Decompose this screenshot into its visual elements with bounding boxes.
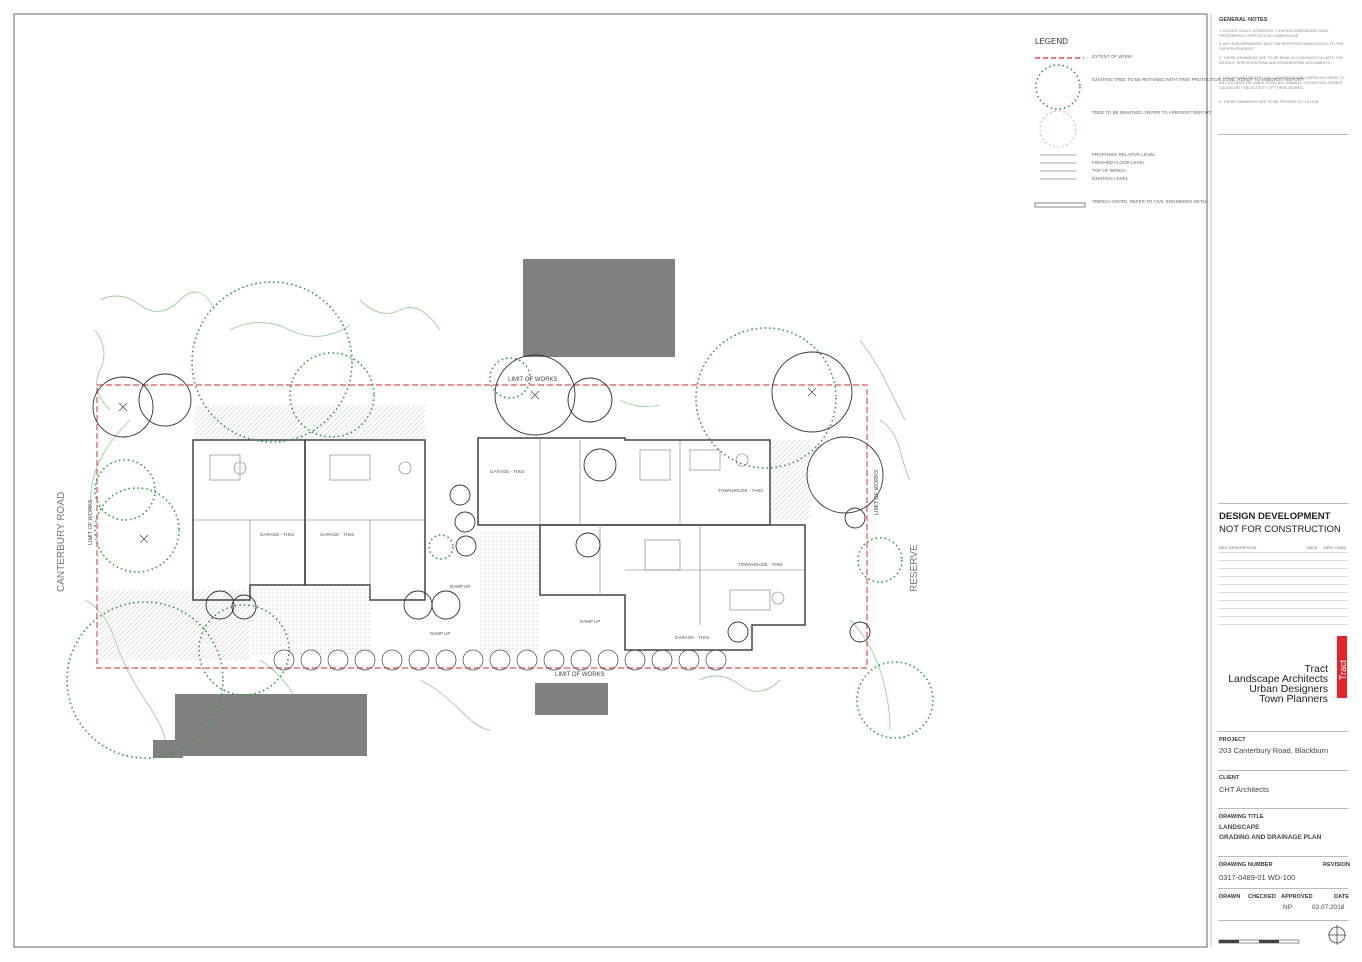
drawing-title-line-1: LANDSCAPE	[1219, 824, 1260, 831]
townhouse-th03-outline	[477, 437, 771, 526]
general-notes-title: GENERAL NOTES	[1219, 17, 1268, 23]
neighbour-building-sw-ext	[153, 740, 183, 758]
tree-retained	[198, 604, 290, 696]
general-note-2: 2. ANY DISCREPANCIES MUST BE REPORTED IM…	[1219, 42, 1344, 51]
company-logo: Tract	[1337, 636, 1348, 698]
room-label-townhouse-th03: TOWNHOUSE - TH03	[718, 488, 763, 493]
deck-east	[770, 440, 810, 520]
legend-item-tob: TOP OF BENCH	[1092, 168, 1126, 173]
tree-retained	[66, 601, 224, 759]
ramp-label-2: RAMP UP	[580, 619, 600, 624]
neighbour-building-north	[523, 259, 675, 357]
drawing-title-line-2: GRADING AND DRAINAGE PLAN	[1219, 834, 1322, 841]
rev-header-drn: DRN	[1324, 545, 1333, 550]
legend: LEGEND EXTENT OF WORK EXISTING TREE TO B…	[1034, 37, 1304, 208]
reserve-label: RESERVE	[909, 544, 920, 592]
tree-retained	[489, 357, 531, 399]
checked-label: CHECKED	[1248, 894, 1276, 900]
room-label-townhouse-th04: TOWNHOUSE - TH04	[738, 562, 783, 567]
ramp-label-1: RAMP UP	[430, 631, 450, 636]
limit-of-works-south: LIMIT OF WORKS	[555, 672, 605, 678]
limit-of-works-north: LIMIT OF WORKS	[508, 377, 558, 383]
ramp-label-3: RAMP UP	[450, 584, 470, 589]
company-line-2: Urban Designers	[1249, 683, 1328, 695]
rev-header-description: DESCRIPTION	[1229, 545, 1257, 550]
sheet-border	[13, 13, 1208, 948]
interior-walls	[193, 438, 805, 625]
townhouse-th04-outline	[539, 524, 806, 651]
company-line-1: Landscape Architects	[1228, 673, 1328, 685]
company-name: Tract	[1304, 663, 1328, 675]
drawing-number-value: 0317-0489-01 WD-100	[1219, 873, 1296, 882]
tree-retained	[94, 487, 180, 573]
paving-south-strip	[100, 590, 250, 660]
extent-of-works	[96, 384, 868, 669]
room-label-garage-th02: GARAGE - TH02	[320, 532, 355, 537]
legend-item-el: EXISTING LEVEL	[1092, 176, 1129, 181]
tree-retained	[94, 459, 156, 521]
company-line-3: Town Planners	[1259, 693, 1328, 705]
paving-driveway	[480, 530, 540, 650]
date-label: DATE	[1334, 894, 1349, 900]
neighbour-building-sw	[175, 694, 367, 756]
rev-header-rev: REV	[1219, 545, 1228, 550]
legend-item-rl: PROPOSED RELATIVE LEVEL	[1092, 152, 1156, 157]
legend-item-ffl: FINISHED FLOOR LEVEL	[1092, 160, 1146, 165]
general-note-4: 4. LOCATE AND PROTECT ALL UNDERGROUND SE…	[1219, 76, 1345, 90]
client-value: CHT Architects	[1219, 785, 1269, 794]
drawn-label: DRAWN	[1219, 894, 1241, 900]
tree-retained	[857, 537, 903, 583]
trees-existing	[92, 351, 884, 643]
project-value: 203 Canterbury Road, Blackburn	[1219, 746, 1329, 755]
paving-garage-apron-2	[312, 585, 372, 655]
legend-level-swatches	[1040, 154, 1076, 180]
rev-header-chkd: CHKD	[1335, 545, 1347, 550]
road-label: CANTERBURY ROAD	[56, 492, 67, 592]
legend-item-trench: TRENCH GRATE. REFER TO CIVIL ENGINEERS D…	[1092, 199, 1210, 204]
tree-markers	[118, 387, 817, 544]
limit-of-works-east: LIMIT OF WORKS	[874, 469, 880, 515]
tree-retained	[289, 352, 375, 438]
north-arrow-icon	[1328, 925, 1346, 945]
revision-label: REVISION	[1323, 862, 1351, 868]
street-tree-row	[273, 649, 727, 671]
tree-retained	[856, 661, 934, 739]
tree-retained	[695, 327, 837, 469]
drawing-title-label: DRAWING TITLE	[1219, 814, 1264, 820]
room-label-garage-th03: GARAGE - TH03	[490, 469, 525, 474]
general-note-3: 3. THESE DRAWINGS ARE TO BE READ IN CONJ…	[1219, 56, 1344, 65]
client-label: CLIENT	[1219, 775, 1240, 781]
tree-retained	[428, 534, 454, 560]
rev-header-date: DATE	[1307, 545, 1318, 550]
tree-retained	[191, 281, 353, 443]
approved-label: APPROVED	[1281, 894, 1313, 900]
date-value: 02.07.2018	[1312, 904, 1345, 911]
legend-item-tree-removed: TREE TO BE REMOVED. REFER TO ARBORIST RE…	[1092, 110, 1212, 115]
trees-retained	[66, 281, 934, 759]
drawing-number-label: DRAWING NUMBER	[1219, 862, 1273, 868]
project-label: PROJECT	[1219, 737, 1246, 743]
neighbour-building-south	[535, 683, 608, 715]
room-label-garage-th04: GARAGE - TH04	[675, 635, 710, 640]
legend-item-extent: EXTENT OF WORK	[1092, 54, 1132, 59]
room-label-garage-th01: GARAGE - TH01	[260, 532, 295, 537]
legend-tree-removed-swatch	[1039, 110, 1077, 148]
status-design-development: DESIGN DEVELOPMENT	[1219, 511, 1331, 522]
legend-title: LEGEND	[1035, 37, 1068, 46]
approved-value: NP	[1283, 904, 1293, 911]
deck-west	[195, 405, 425, 440]
paving-garage-apron-1	[250, 585, 310, 655]
legend-trench-grate-swatch	[1034, 202, 1086, 208]
company-logo-text: Tract	[1338, 659, 1348, 680]
legend-item-tree-retained: EXISTING TREE TO BE RETAINED WITH TREE P…	[1092, 77, 1304, 82]
status-not-for-construction: NOT FOR CONSTRUCTION	[1219, 524, 1341, 535]
title-block: GENERAL NOTES 1. DO NOT SCALE DRAWINGS. …	[1212, 0, 1358, 962]
scale-bar	[1218, 939, 1300, 944]
general-note-5: 5. THESE DRAWINGS ARE TO BE PRINTED IN C…	[1219, 100, 1320, 104]
legend-tree-retained-swatch	[1035, 64, 1081, 110]
general-note-1: 1. DO NOT SCALE DRAWINGS. FIGURED DIMENS…	[1219, 29, 1329, 38]
limit-of-works-west: LIMIT OF WORKS	[88, 499, 94, 545]
